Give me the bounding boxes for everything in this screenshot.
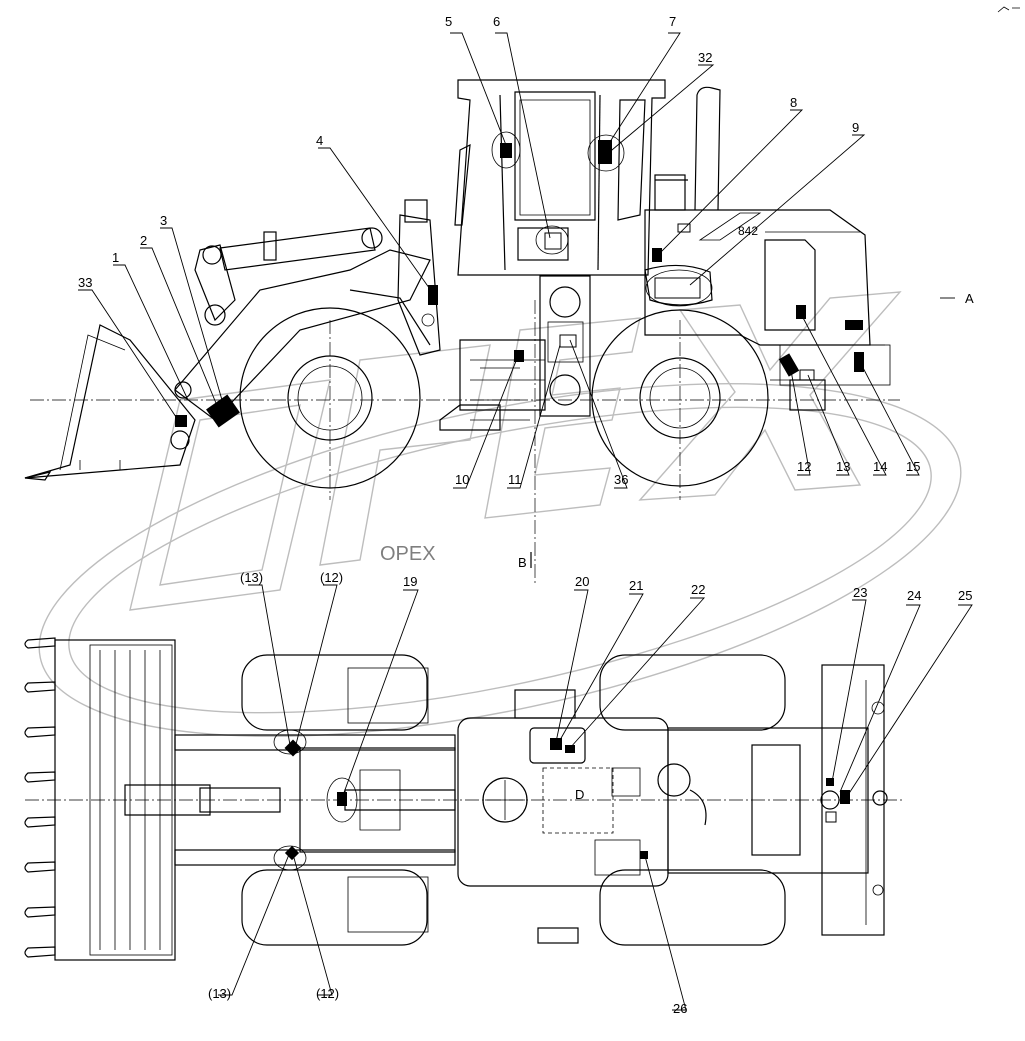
callout-11: 11 bbox=[508, 472, 522, 487]
decal-10 bbox=[514, 350, 524, 362]
bucket bbox=[24, 324, 196, 481]
callout-21: 21 bbox=[629, 578, 643, 593]
view-mark-b: B bbox=[518, 555, 527, 570]
decal-2 bbox=[206, 394, 240, 428]
callout-19: 19 bbox=[403, 574, 417, 589]
decal-4 bbox=[428, 285, 438, 305]
decal-25 bbox=[840, 790, 850, 804]
rear-frame-top bbox=[667, 664, 888, 936]
cab bbox=[454, 79, 666, 421]
callout-36: 36 bbox=[614, 472, 628, 487]
rear-wheels-top bbox=[599, 654, 786, 946]
callout-13-paren-bottom: (13) bbox=[208, 986, 231, 1001]
callout-4: 4 bbox=[316, 133, 323, 148]
lift-arm bbox=[170, 199, 441, 450]
callout-33: 33 bbox=[78, 275, 92, 290]
decal-26 bbox=[640, 851, 648, 859]
decal-top-12 bbox=[284, 739, 302, 757]
view-mark-d: D bbox=[575, 787, 584, 802]
decal-14 bbox=[796, 305, 806, 319]
callout-1: 1 bbox=[112, 250, 119, 265]
callout-14: 14 bbox=[873, 459, 887, 474]
front-frame bbox=[439, 339, 546, 431]
callout-5: 5 bbox=[445, 14, 452, 29]
callout-10: 10 bbox=[455, 472, 469, 487]
callout-12-paren-bottom: (12) bbox=[316, 986, 339, 1001]
callout-13: 13 bbox=[836, 459, 850, 474]
decal-8 bbox=[652, 248, 662, 262]
decal-12 bbox=[778, 353, 800, 377]
leader-lines-top bbox=[218, 584, 973, 1011]
callout-20: 20 bbox=[575, 574, 589, 589]
callout-32: 32 bbox=[698, 50, 712, 65]
decal-9 bbox=[654, 277, 701, 299]
center-body-top bbox=[457, 689, 707, 944]
decal-5 bbox=[500, 143, 512, 158]
top-view: D (13) (12) 19 20 21 22 23 24 25 26 (13)… bbox=[24, 570, 973, 1016]
decal-markers-top bbox=[284, 738, 850, 861]
decal-logo bbox=[677, 223, 691, 233]
decal-top-13 bbox=[284, 845, 300, 861]
model-badge: 842 bbox=[738, 224, 758, 238]
callout-12: 12 bbox=[797, 459, 811, 474]
callout-24: 24 bbox=[907, 588, 921, 603]
callout-22: 22 bbox=[691, 582, 705, 597]
decal-6 bbox=[544, 232, 562, 250]
callout-15: 15 bbox=[906, 459, 920, 474]
corner-mark-icon bbox=[997, 6, 1020, 13]
callout-23: 23 bbox=[853, 585, 867, 600]
callout-6: 6 bbox=[493, 14, 500, 29]
front-wheels-top bbox=[241, 654, 429, 946]
callout-2: 2 bbox=[140, 233, 147, 248]
callout-8: 8 bbox=[790, 95, 797, 110]
decal-markers-side bbox=[175, 140, 864, 428]
callout-25: 25 bbox=[958, 588, 972, 603]
highlight-circles-side bbox=[491, 131, 713, 307]
front-wheel bbox=[239, 307, 421, 489]
decal-13 bbox=[799, 369, 815, 381]
callout-13-paren-top: (13) bbox=[240, 570, 263, 585]
decal-22 bbox=[565, 745, 575, 753]
decal-24 bbox=[825, 811, 837, 823]
decal-23 bbox=[826, 778, 834, 786]
callout-7: 7 bbox=[669, 14, 676, 29]
decal-20 bbox=[550, 738, 562, 750]
svg-text:OPEX: OPEX bbox=[380, 543, 436, 565]
callout-3: 3 bbox=[160, 213, 167, 228]
decal-33 bbox=[175, 415, 187, 427]
callout-26: 26 bbox=[673, 1001, 687, 1016]
decal-36 bbox=[559, 334, 577, 348]
callout-9: 9 bbox=[852, 120, 859, 135]
leader-lines-side bbox=[78, 32, 955, 489]
decal-19 bbox=[337, 792, 347, 806]
side-view: 842 5 6 7 32 8 9 bbox=[24, 14, 974, 585]
callout-12-paren-top: (12) bbox=[320, 570, 343, 585]
view-mark-a: A bbox=[965, 291, 974, 306]
engine-hood bbox=[644, 86, 891, 411]
decal-32 bbox=[598, 140, 612, 164]
decal-rear-plate bbox=[845, 320, 863, 330]
bucket-top bbox=[24, 637, 211, 961]
watermark: OPEX bbox=[38, 291, 962, 737]
decal-15 bbox=[854, 352, 864, 372]
